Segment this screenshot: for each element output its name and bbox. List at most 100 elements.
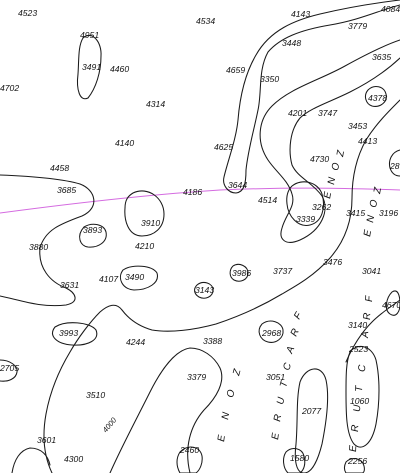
sounding-4300: 4300 [64,454,83,464]
sounding-2523: 2523 [348,344,368,354]
zone-lower-left: Z O N E [216,367,244,442]
contour-1580-closed [283,447,306,473]
zone-char: R [289,327,302,338]
sounding-3779: 3779 [348,21,367,31]
zone-char: R [350,424,361,432]
zone-char: T [354,385,365,392]
sounding-4458: 4458 [50,163,69,173]
sounding-3041: 3041 [362,266,381,276]
contour-3910-closed [124,190,165,237]
sounding-4534: 4534 [196,16,215,26]
sounding-1060: 1060 [350,396,369,406]
sounding-2705: 2705 [0,363,19,373]
contour-3262-closed [286,181,325,226]
zone-char: T [278,379,290,389]
contour-4000-trench [109,347,223,473]
sounding-3993: 3993 [59,328,78,338]
zone-char: Z [335,149,347,159]
contour-1060-closed [345,345,380,448]
contour-3491-closed [77,34,102,100]
contour-28-partial [389,149,400,177]
contour-3143-closed [194,282,214,299]
contour-label-4000: 4000 [101,415,119,434]
sounding-3051: 3051 [266,372,285,382]
zone-char: R [272,413,284,422]
zone-char: O [330,162,342,172]
sounding-3737: 3737 [273,266,293,276]
ship-track-line [0,187,400,214]
zone-char: E [322,191,334,200]
sounding-2460: 2460 [179,445,199,455]
zone-char: Z [372,186,384,196]
contour-4670-closed [385,290,400,316]
soundings: 4523 4534 4143 4084 4951 3448 3779 3491 … [0,4,400,466]
contour-3993-closed [52,322,98,346]
sounding-4314: 4314 [146,99,165,109]
zone-char: O [225,389,237,399]
sounding-3476: 3476 [323,257,342,267]
zone-upper-right-2: Z O N E [362,186,384,238]
sounding-4107: 4107 [99,274,119,284]
contour-4300-basin [11,447,51,473]
sounding-3262: 3262 [312,202,331,212]
zone-char: A [360,331,371,339]
contour-2077-closed [294,368,329,473]
zone-char: Z [231,367,244,378]
contour-3140-ridge [345,299,400,363]
zone-char: U [275,396,287,406]
sounding-3986: 3986 [232,268,251,278]
contour-3490-closed [119,265,158,291]
sounding-3910: 3910 [141,218,160,228]
zone-char: F [292,310,305,322]
sounding-2077: 2077 [301,406,322,416]
sounding-4702: 4702 [0,83,19,93]
sounding-3880: 3880 [29,242,48,252]
sounding-4460: 4460 [110,64,129,74]
contour-3644-ridge [223,0,400,194]
sounding-4201: 4201 [288,108,307,118]
sounding-4186: 4186 [183,187,202,197]
zone-char: E [216,434,228,442]
sounding-4413: 4413 [358,136,377,146]
contour-fracture-ridge [43,99,400,473]
zone-upper-right-1: Z O N E [322,149,347,200]
sounding-3644: 3644 [228,180,247,190]
sounding-4140: 4140 [115,138,134,148]
zone-char: U [352,404,363,412]
contour-2968-closed [258,320,284,343]
sounding-3448: 3448 [282,38,301,48]
sounding-3601: 3601 [37,435,56,445]
zone-char: O [368,199,380,209]
sounding-3685: 3685 [57,185,76,195]
contour-3986-closed [229,263,249,282]
sounding-3379: 3379 [187,372,206,382]
zone-char: N [365,214,377,224]
sounding-2256: 2256 [347,456,367,466]
zone-char: E [348,445,359,452]
zone-char: R [362,312,373,320]
sounding-3140: 3140 [348,320,367,330]
sounding-3631: 3631 [60,280,79,290]
contour-2705-partial [0,359,18,382]
zone-char: E [362,229,374,238]
fracture-middle: F R A C T U R E [270,310,305,440]
contour-4378-closed [364,85,387,107]
sounding-28: 28 [389,161,400,171]
sounding-4143: 4143 [291,9,310,19]
sounding-3350: 3350 [260,74,279,84]
sounding-4084: 4084 [381,4,400,14]
sounding-3635: 3635 [372,52,391,62]
sounding-4659: 4659 [226,65,245,75]
contour-left-upper [0,174,95,307]
sounding-3490: 3490 [125,272,144,282]
sounding-2968: 2968 [261,328,281,338]
contour-2256-closed [343,457,365,473]
sounding-3747: 3747 [318,108,338,118]
sounding-4210: 4210 [135,241,154,251]
zone-char: N [220,411,232,421]
contour-2460-closed [176,446,203,473]
zone-char: F [364,295,375,302]
sounding-3143: 3143 [195,285,214,295]
sounding-4523: 4523 [18,8,37,18]
